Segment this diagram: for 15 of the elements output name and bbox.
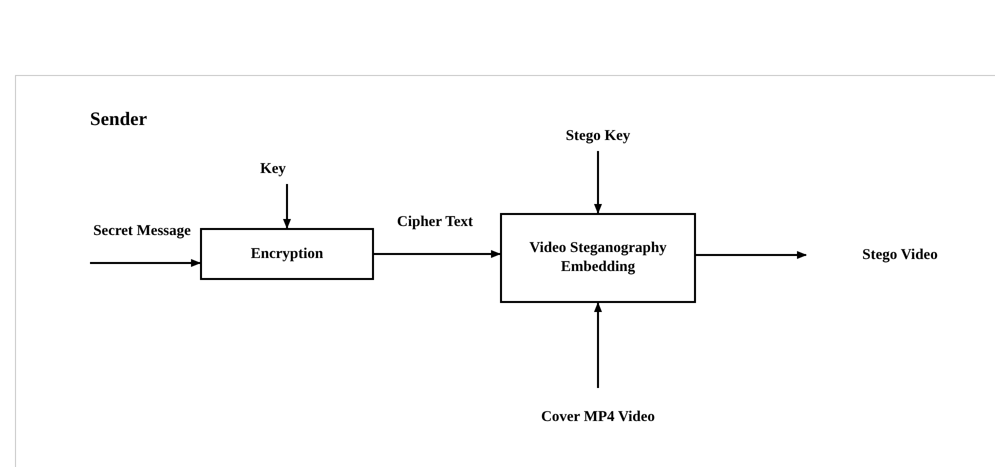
arrow [594, 151, 602, 214]
node-label: Stego Key [548, 125, 648, 147]
section-heading: Sender [90, 108, 147, 132]
arrow [696, 251, 807, 259]
arrow [90, 259, 201, 267]
arrow [283, 184, 291, 229]
node-label: Key [250, 158, 296, 180]
process-box: Video Steganography Embedding [500, 213, 696, 303]
arrow [594, 302, 602, 388]
process-box: Encryption [200, 228, 374, 280]
edge-label: Secret Message [92, 222, 192, 241]
arrow [374, 250, 501, 258]
node-label: Stego Video [820, 244, 980, 266]
edge-label: Cipher Text [396, 213, 474, 232]
node-label: Cover MP4 Video [538, 392, 658, 442]
